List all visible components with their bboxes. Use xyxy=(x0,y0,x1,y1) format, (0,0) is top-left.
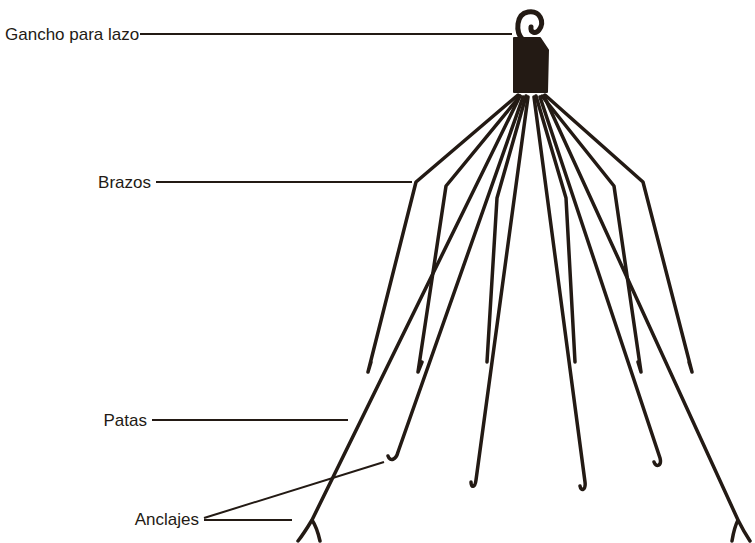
leg xyxy=(544,96,750,541)
leader-lines xyxy=(124,34,512,520)
part-label: Gancho para lazo xyxy=(4,26,140,43)
leg xyxy=(471,97,528,486)
filter-wires xyxy=(298,12,750,541)
part-label: Anclajes xyxy=(134,511,200,528)
part-label: Patas xyxy=(103,412,148,429)
leader-line xyxy=(124,33,512,35)
leg xyxy=(540,97,660,465)
leader-line xyxy=(152,419,348,421)
leader-line xyxy=(204,519,292,521)
snare-hook xyxy=(518,12,542,40)
arm xyxy=(418,96,520,372)
part-label: Brazos xyxy=(97,174,152,191)
leader-line xyxy=(204,462,384,518)
arm xyxy=(487,96,526,362)
leg xyxy=(298,96,520,541)
leader-line xyxy=(156,181,412,183)
arm xyxy=(536,96,575,362)
hub xyxy=(514,38,548,92)
